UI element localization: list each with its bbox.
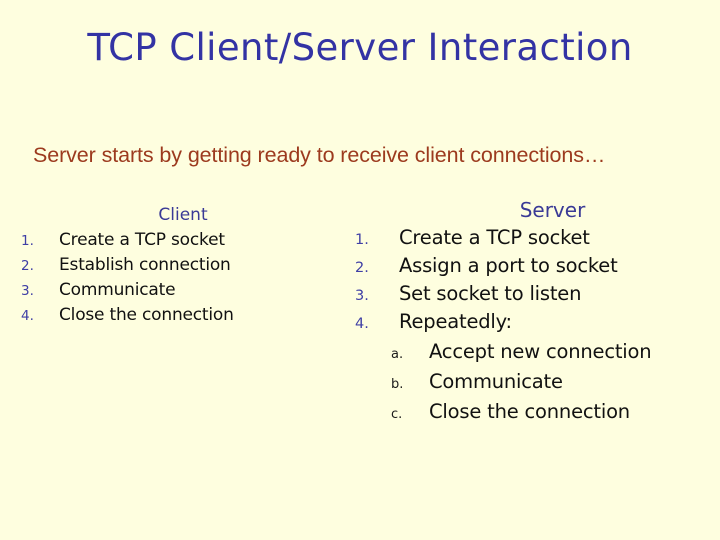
list-item: 1. Create a TCP socket xyxy=(8,230,338,255)
server-column: Server 1. Create a TCP socket 2. Assign … xyxy=(345,198,720,430)
list-item: 2. Establish connection xyxy=(8,255,338,280)
sub-list-marker: a. xyxy=(391,347,404,362)
list-marker: 3. xyxy=(355,288,369,304)
list-marker: 1. xyxy=(21,233,34,249)
list-item-text: Create a TCP socket xyxy=(59,230,225,250)
list-item: 3. Set socket to listen xyxy=(345,282,720,310)
list-item: 2. Assign a port to socket xyxy=(345,254,720,282)
slide-subtitle: Server starts by getting ready to receiv… xyxy=(33,143,606,167)
sub-list-item: b. Communicate xyxy=(345,370,720,400)
list-marker: 4. xyxy=(355,316,369,332)
client-column: Client 1. Create a TCP socket 2. Establi… xyxy=(8,205,338,330)
list-marker: 2. xyxy=(355,260,369,276)
sub-list-marker: c. xyxy=(391,407,403,422)
sub-list-item-text: Communicate xyxy=(429,370,563,393)
list-marker: 1. xyxy=(355,232,369,248)
sub-list-item: a. Accept new connection xyxy=(345,340,720,370)
client-column-heading: Client xyxy=(158,205,208,225)
list-item: 4. Close the connection xyxy=(8,305,338,330)
client-steps-list: 1. Create a TCP socket 2. Establish conn… xyxy=(8,230,338,330)
list-item: 3. Communicate xyxy=(8,280,338,305)
list-item-text: Close the connection xyxy=(59,305,234,325)
list-item-text: Assign a port to socket xyxy=(399,254,618,277)
list-marker: 3. xyxy=(21,283,34,299)
server-steps-list: 1. Create a TCP socket 2. Assign a port … xyxy=(345,226,720,338)
page-title: TCP Client/Server Interaction xyxy=(87,26,633,69)
server-substeps-list: a. Accept new connection b. Communicate … xyxy=(345,340,720,430)
sub-list-item-text: Close the connection xyxy=(429,400,630,423)
list-item: 1. Create a TCP socket xyxy=(345,226,720,254)
sub-list-marker: b. xyxy=(391,377,404,392)
list-item-text: Establish connection xyxy=(59,255,231,275)
list-item: 4. Repeatedly: xyxy=(345,310,720,338)
list-marker: 2. xyxy=(21,258,34,274)
list-marker: 4. xyxy=(21,308,34,324)
server-column-heading: Server xyxy=(519,198,586,222)
list-item-text: Communicate xyxy=(59,280,176,300)
list-item-text: Set socket to listen xyxy=(399,282,582,305)
sub-list-item: c. Close the connection xyxy=(345,400,720,430)
list-item-text: Repeatedly: xyxy=(399,310,512,333)
list-item-text: Create a TCP socket xyxy=(399,226,590,249)
sub-list-item-text: Accept new connection xyxy=(429,340,652,363)
